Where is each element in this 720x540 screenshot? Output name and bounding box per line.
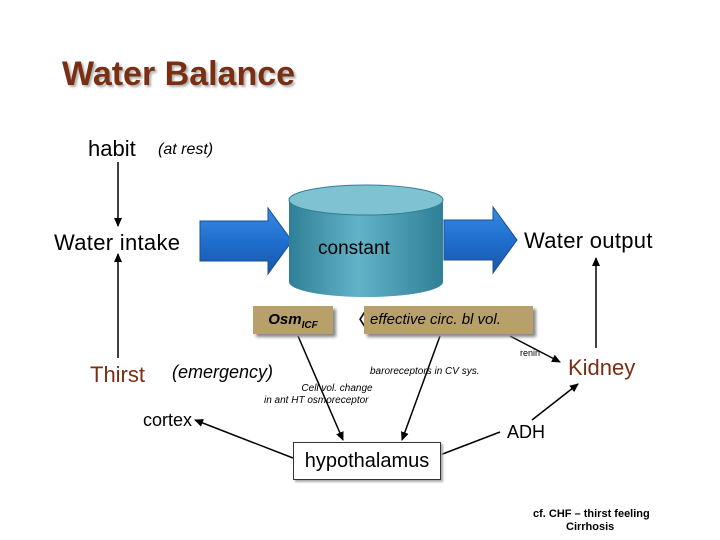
constant-label: constant [318, 238, 390, 259]
renin-label: renin [520, 348, 541, 358]
osm-sub: ICF [301, 320, 318, 331]
thirst-label: Thirst [90, 362, 145, 387]
footnote-line2: Cirrhosis [566, 521, 615, 533]
osm-icf-box: OsmICF [253, 306, 333, 334]
hypothalamus-box: hypothalamus [293, 442, 441, 480]
habit-note: (at rest) [158, 141, 214, 158]
cortex-label: cortex [143, 410, 193, 430]
water-output-label: Water output [524, 228, 653, 253]
cell-vol-label: Cell vol. change [301, 383, 373, 394]
footnote-line1: cf. CHF – thirst feeling [533, 508, 650, 520]
adh-label: ADH [507, 422, 546, 442]
circ-vol-box: effective circ. bl vol. [364, 306, 533, 334]
intake-arrow [199, 206, 293, 276]
thirst-note: (emergency) [172, 362, 274, 382]
page-title: Water Balance [62, 55, 296, 93]
habit-label: habit [88, 136, 136, 161]
baroreceptors-label: baroreceptors in CV sys. [370, 366, 480, 377]
osmoreceptor-label: in ant HT osmoreceptor [264, 395, 369, 406]
osm-main: Osm [268, 311, 302, 328]
output-arrow [443, 205, 518, 275]
body-water-cylinder [288, 184, 444, 297]
water-intake-label: Water intake [54, 230, 181, 255]
footnote: cf. CHF – thirst feeling Cirrhosis [533, 508, 650, 534]
kidney-label: Kidney [568, 355, 636, 380]
